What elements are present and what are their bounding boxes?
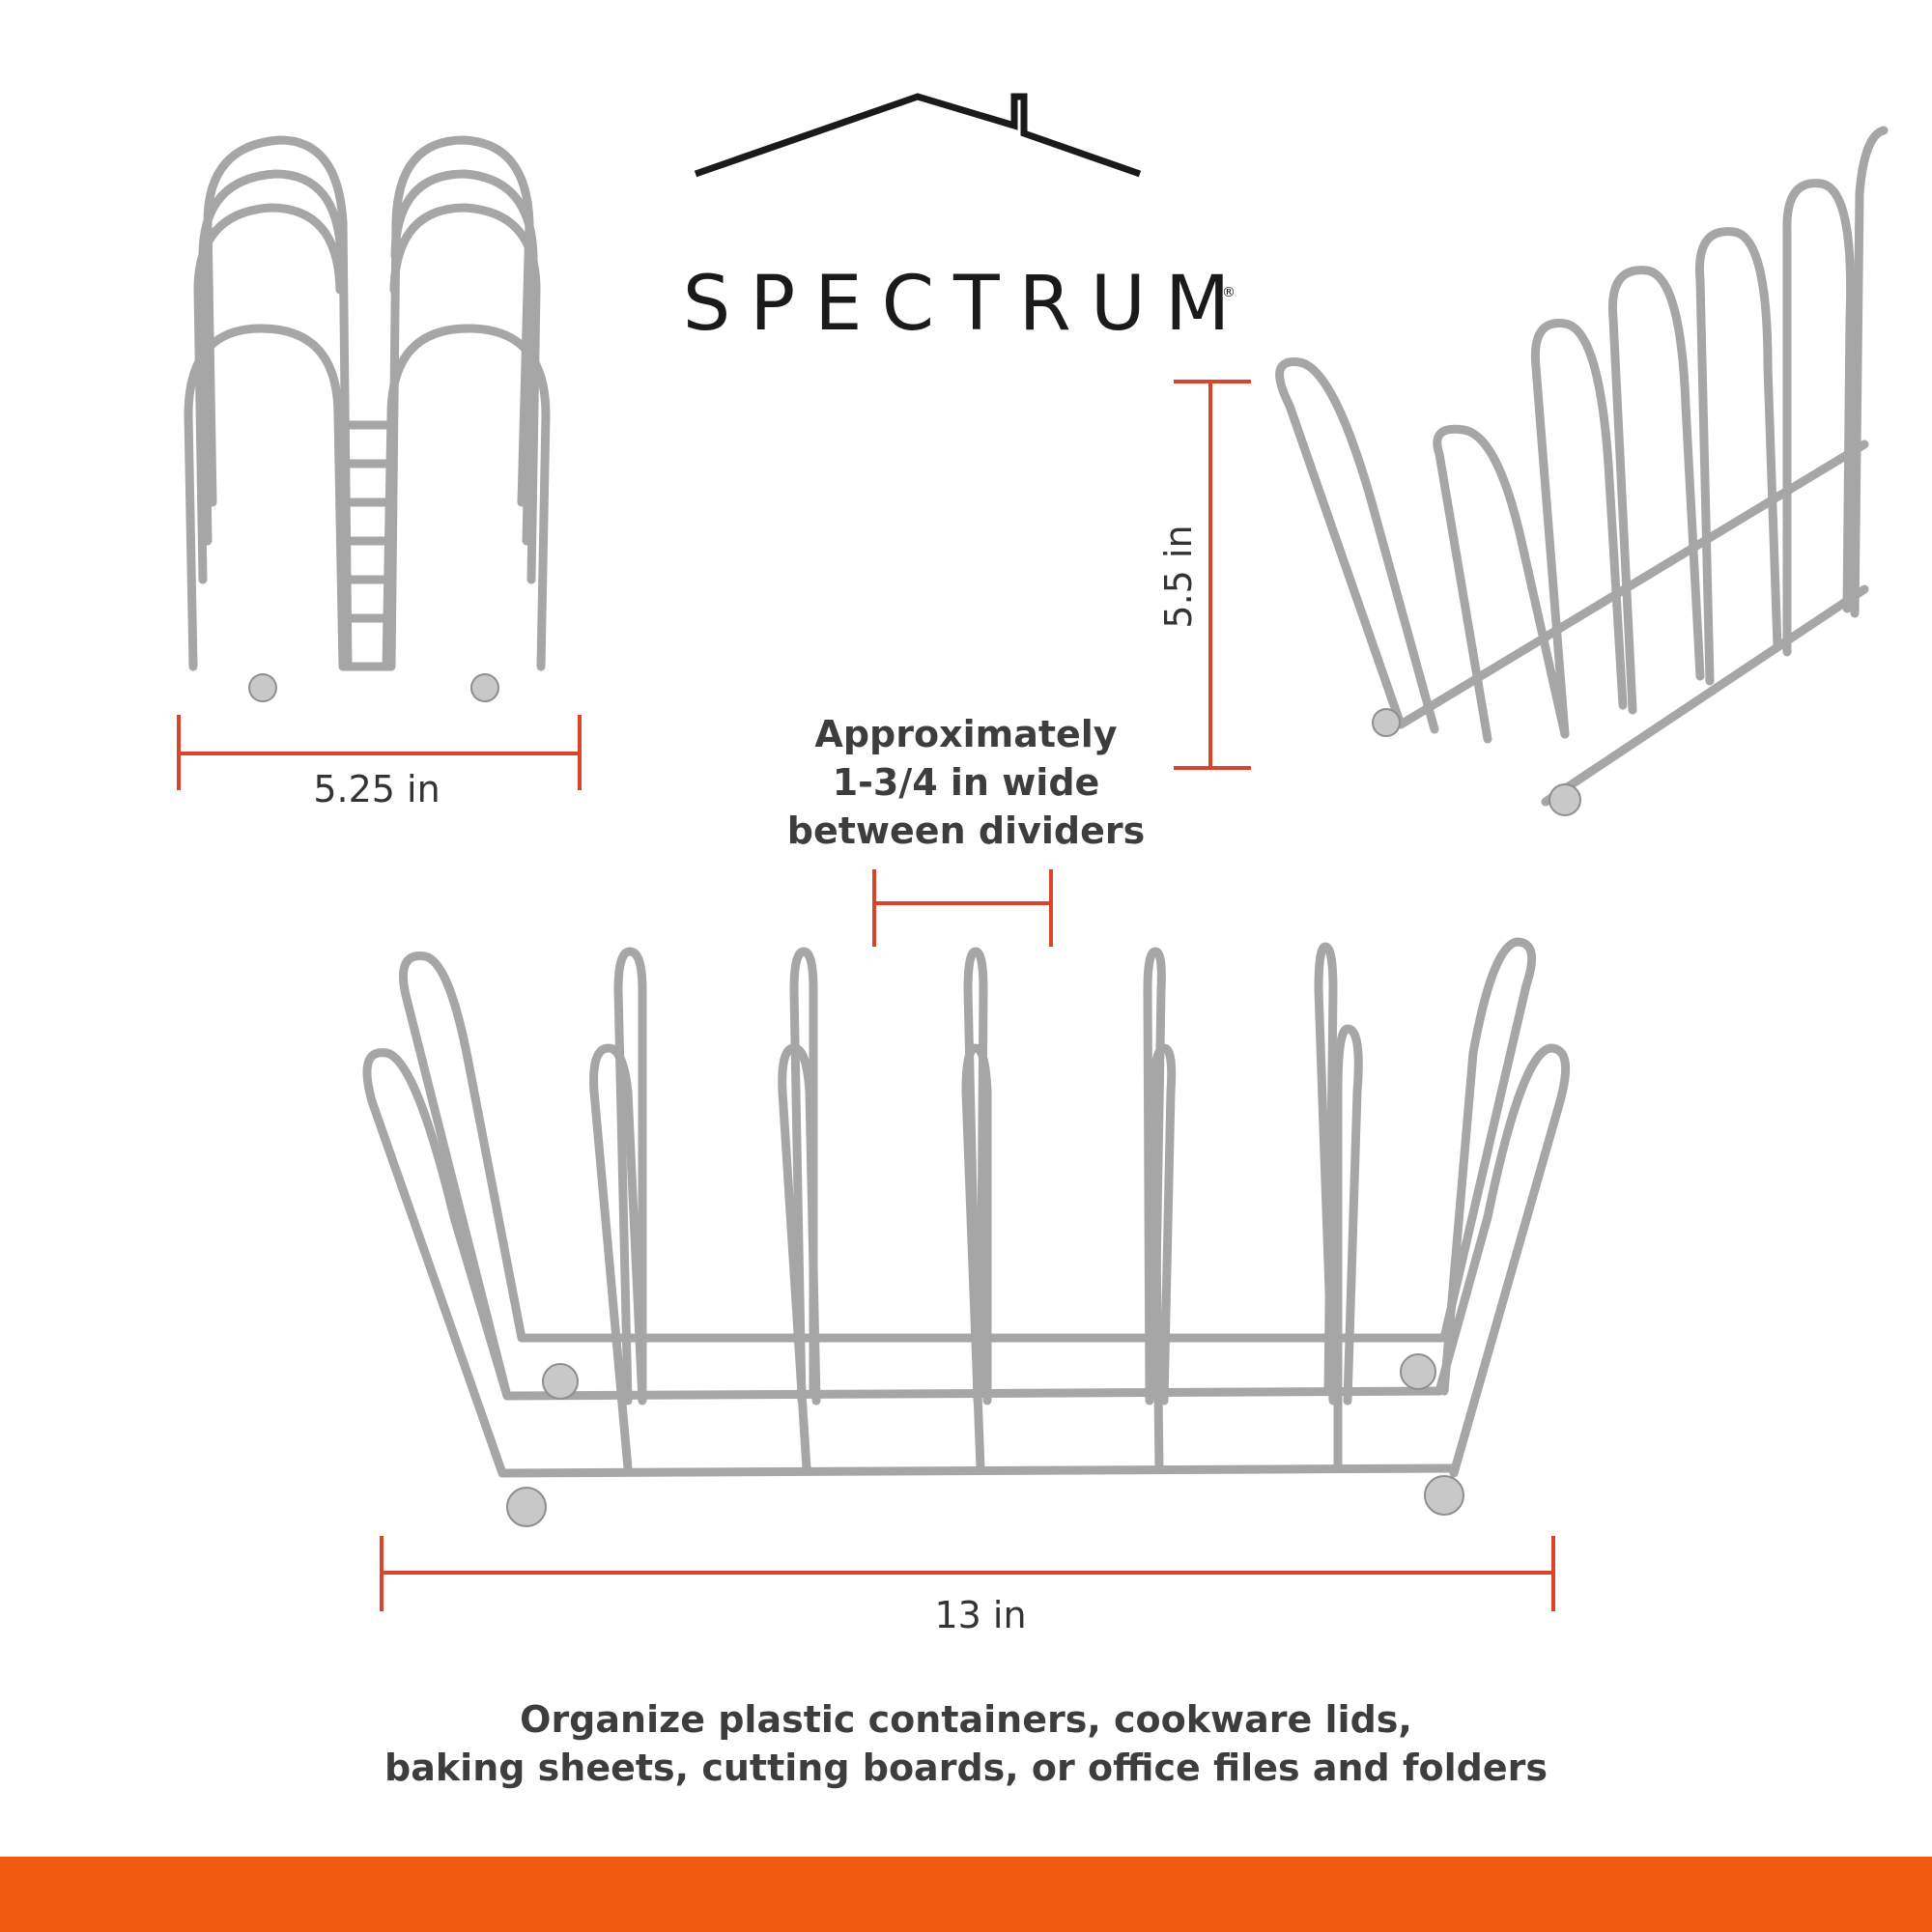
rack-end-view: [184, 135, 551, 702]
note-line: between dividers: [786, 810, 1146, 852]
divider-dimension-line: [872, 869, 1053, 947]
note-line: Approximately: [814, 713, 1118, 755]
brand-logo: SPECTRUM ®: [676, 87, 1256, 348]
usage-caption: Organize plastic containers, cookware li…: [193, 1695, 1739, 1792]
house-roof-logo-icon: [694, 93, 1142, 178]
divider-spacing-note: Approximately 1-3/4 in wide between divi…: [753, 710, 1179, 855]
brand-name: SPECTRUM: [682, 261, 1250, 348]
height-label: 5.5 in: [1157, 525, 1200, 629]
caption-line: baking sheets, cutting boards, or office…: [384, 1747, 1548, 1789]
width-label: 5.25 in: [313, 768, 440, 810]
accent-footer-bar: [0, 1857, 1932, 1932]
length-label: 13 in: [934, 1594, 1027, 1636]
height-dimension-line: [1174, 380, 1251, 770]
registered-mark: ®: [1222, 285, 1236, 300]
rack-perspective-view: [1275, 126, 1889, 816]
note-line: 1-3/4 in wide: [832, 761, 1100, 804]
width-dimension-line: [177, 715, 582, 790]
rack-front-view: [362, 937, 1571, 1527]
length-dimension-line: [380, 1536, 1555, 1611]
caption-line: Organize plastic containers, cookware li…: [520, 1698, 1412, 1741]
